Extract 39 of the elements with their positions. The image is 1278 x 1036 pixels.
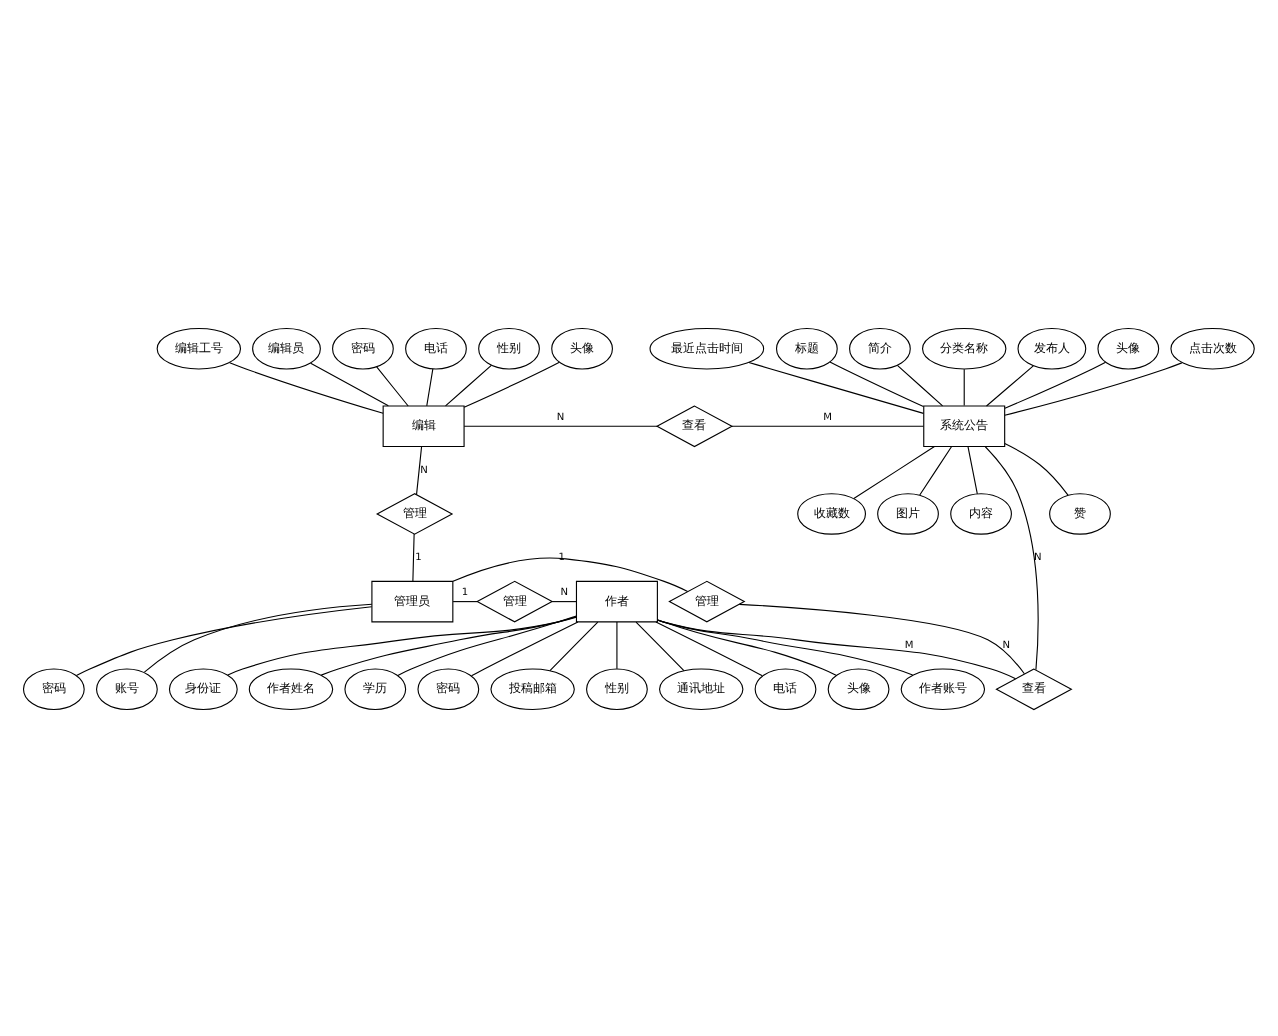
connector — [635, 620, 685, 671]
connector — [415, 445, 423, 495]
connector — [412, 532, 415, 581]
connector — [320, 615, 577, 675]
connector — [657, 618, 837, 675]
connector — [549, 620, 599, 671]
connector — [227, 615, 577, 675]
connector — [919, 445, 952, 495]
connector — [748, 360, 924, 413]
connector — [1004, 361, 1183, 415]
connector — [853, 445, 935, 499]
connector — [616, 620, 618, 669]
connector — [229, 361, 384, 413]
connector — [984, 445, 1039, 670]
connector — [896, 363, 944, 406]
connector — [463, 360, 560, 407]
connector — [426, 367, 434, 406]
connector — [985, 364, 1034, 406]
connector — [963, 367, 965, 406]
connector — [445, 363, 492, 406]
connector — [452, 600, 478, 602]
connector — [75, 605, 373, 676]
connector — [1004, 360, 1107, 408]
connector — [143, 602, 373, 672]
connector — [738, 602, 1025, 674]
connector — [1004, 442, 1069, 495]
connector — [967, 445, 978, 494]
connector — [452, 556, 689, 591]
connector — [656, 618, 1017, 679]
connector — [310, 361, 389, 406]
connector — [551, 600, 577, 602]
connector — [470, 620, 579, 676]
connector — [655, 620, 763, 676]
connector — [829, 360, 924, 407]
connector — [656, 618, 914, 675]
connector — [731, 424, 925, 426]
connector — [376, 365, 409, 406]
connector — [463, 424, 658, 426]
connector — [397, 614, 577, 675]
